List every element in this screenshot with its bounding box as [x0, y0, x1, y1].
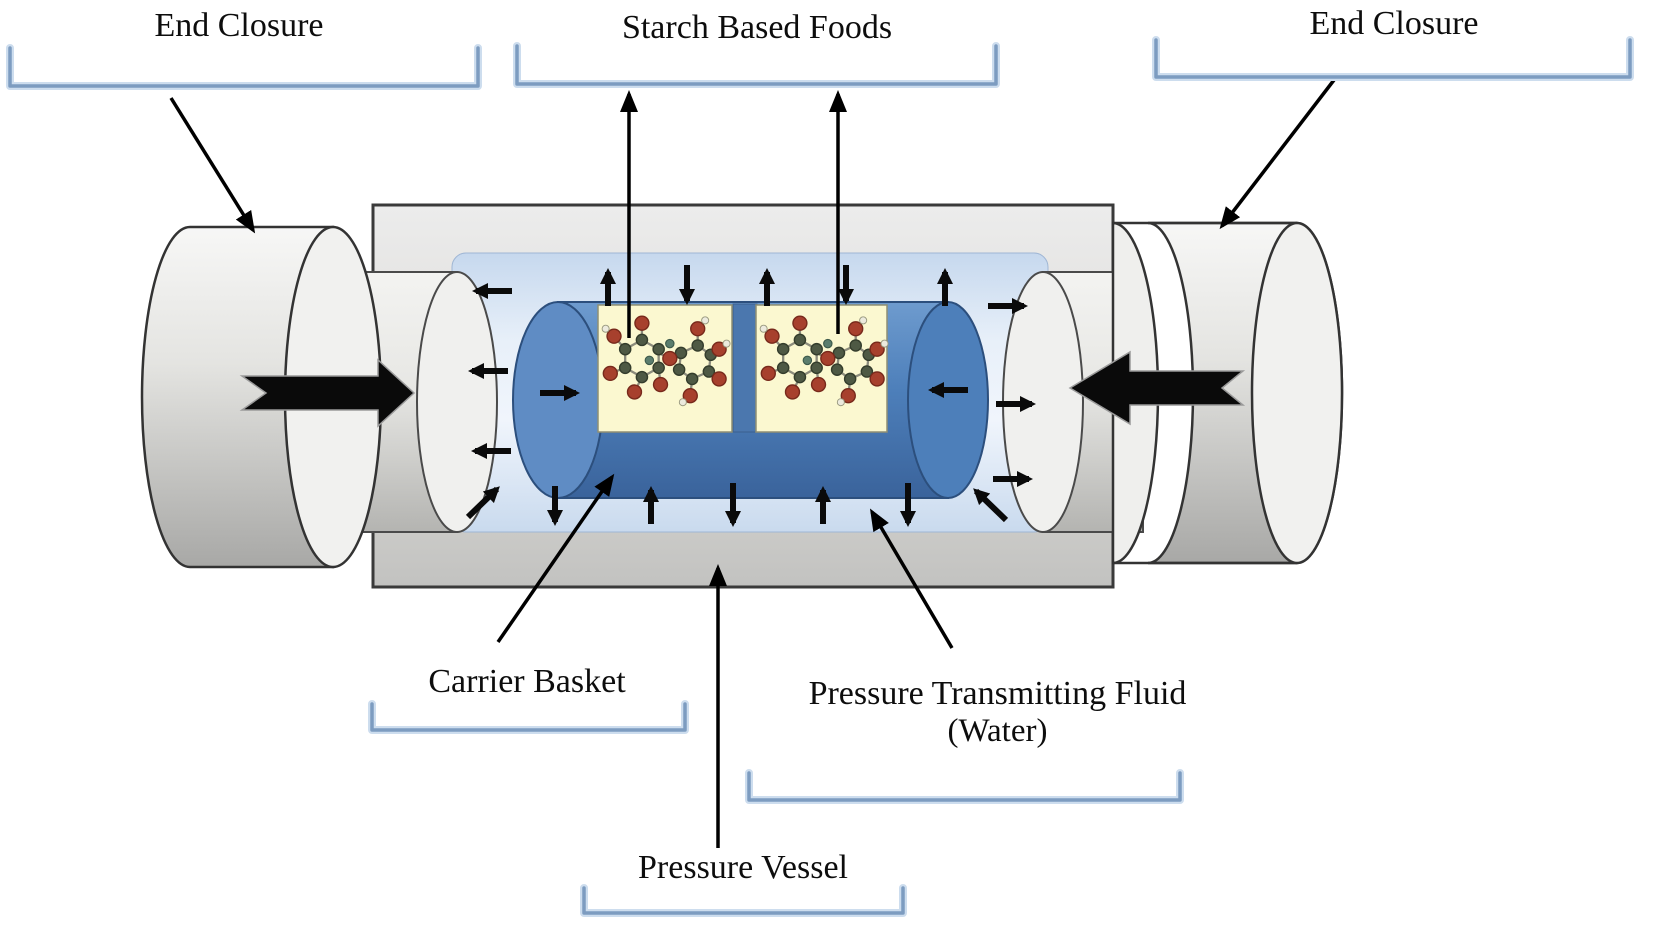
leader-end-closure-right — [1219, 78, 1336, 230]
label-pressure-transmitting-fluid: Pressure Transmitting Fluid (Water) — [745, 674, 1250, 751]
leader-arrows — [169, 78, 1336, 848]
bracket-starch-foods — [515, 44, 998, 86]
basket-divider — [732, 303, 758, 433]
compression-arrow-left — [239, 358, 416, 428]
basket-right-cap — [907, 301, 989, 499]
end-closure-right-face — [1250, 221, 1344, 565]
food-sample-right — [755, 304, 890, 433]
label-carrier-basket: Carrier Basket — [428, 663, 626, 700]
label-pressure-transmitting-fluid-line2: (Water) — [947, 713, 1048, 750]
plug-left-face — [416, 271, 498, 533]
bracket-end-closure-left — [8, 46, 480, 88]
label-pressure-vessel: Pressure Vessel — [638, 849, 848, 886]
leader-carrier-basket — [496, 473, 615, 643]
carrier-basket-shape — [512, 301, 989, 499]
pressure-arrows — [465, 265, 1036, 527]
bracket-pressure-vessel — [582, 886, 905, 915]
label-pressure-transmitting-fluid-line1: Pressure Transmitting Fluid — [808, 675, 1187, 712]
leader-end-closure-left — [169, 97, 256, 234]
label-end-closure-right: End Closure — [1309, 5, 1479, 42]
compression-arrow-right — [1068, 350, 1246, 426]
label-end-closure-left: End Closure — [154, 7, 324, 44]
food-sample-left — [597, 304, 733, 433]
label-brackets — [6, 36, 1634, 917]
bracket-carrier-basket — [370, 702, 687, 732]
label-starch-based-foods: Starch Based Foods — [621, 9, 893, 46]
bracket-end-closure-right — [1154, 38, 1632, 79]
basket-left-cap — [512, 301, 604, 499]
leader-pressure-fluid — [869, 508, 954, 649]
bracket-pressure-fluid — [747, 771, 1182, 802]
